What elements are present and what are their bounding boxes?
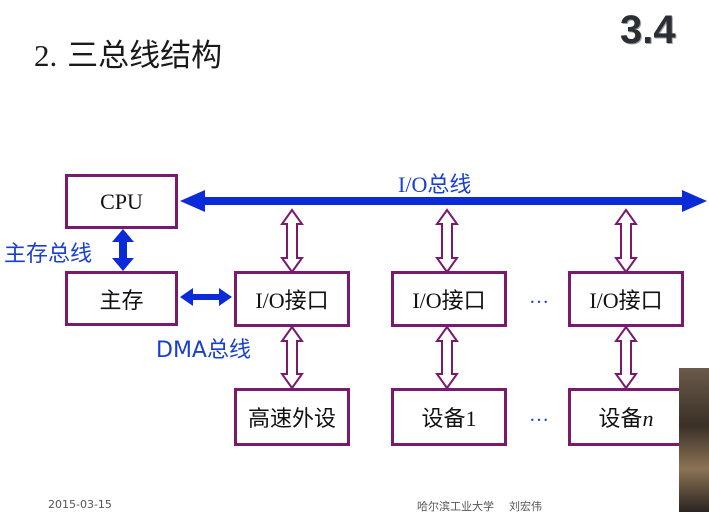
- title-number: 2.: [34, 38, 58, 73]
- device-n-label: 设备n: [598, 406, 654, 431]
- main-memory-label: 主存: [99, 287, 144, 313]
- io-interface-label: I/O接口: [589, 288, 663, 313]
- title-text: 三总线结构: [67, 38, 223, 74]
- device-1-box: 设备1: [391, 388, 507, 446]
- cpu-box: CPU: [65, 174, 178, 229]
- bus-to-interface1-arrow: [280, 208, 304, 274]
- main-memory-bus-label: 主存总线: [4, 242, 93, 267]
- high-speed-peripheral-box: 高速外设: [234, 388, 350, 446]
- main-memory-bus-arrow: [112, 229, 134, 271]
- speaker-video-thumbnail: [679, 368, 709, 512]
- footer-author: 刘宏伟: [509, 500, 542, 513]
- io-interface-box-1: I/O接口: [234, 271, 350, 327]
- interface3-to-device-arrow: [614, 325, 638, 390]
- device-n-box: 设备n: [568, 388, 684, 446]
- footer-date: 2015-03-15: [48, 498, 112, 511]
- dma-bus-label: DMA总线: [156, 338, 251, 363]
- interface2-to-device-arrow: [435, 325, 459, 390]
- io-bus-arrow: [180, 190, 707, 212]
- section-number: 3.4: [620, 8, 676, 52]
- device-1-label: 设备1: [421, 406, 477, 431]
- dma-bus-arrow: [180, 288, 232, 306]
- main-memory-box: 主存: [65, 271, 178, 326]
- io-interface-label: I/O接口: [255, 288, 329, 313]
- high-speed-peripheral-label: 高速外设: [247, 406, 336, 431]
- footer-institution: 哈尔滨工业大学: [417, 500, 494, 513]
- interface1-to-device-arrow: [280, 325, 304, 390]
- io-interface-box-2: I/O接口: [391, 271, 507, 327]
- io-bus-label: I/O总线: [398, 172, 472, 197]
- io-interface-box-3: I/O接口: [568, 271, 684, 327]
- bus-to-interface2-arrow: [435, 208, 459, 274]
- io-interface-label: I/O接口: [412, 288, 486, 313]
- device-ellipsis: …: [529, 404, 549, 426]
- cpu-label: CPU: [100, 188, 143, 214]
- bus-to-interface3-arrow: [614, 208, 638, 274]
- slide-title: 2. 三总线结构: [34, 30, 222, 75]
- interface-ellipsis: …: [529, 286, 549, 308]
